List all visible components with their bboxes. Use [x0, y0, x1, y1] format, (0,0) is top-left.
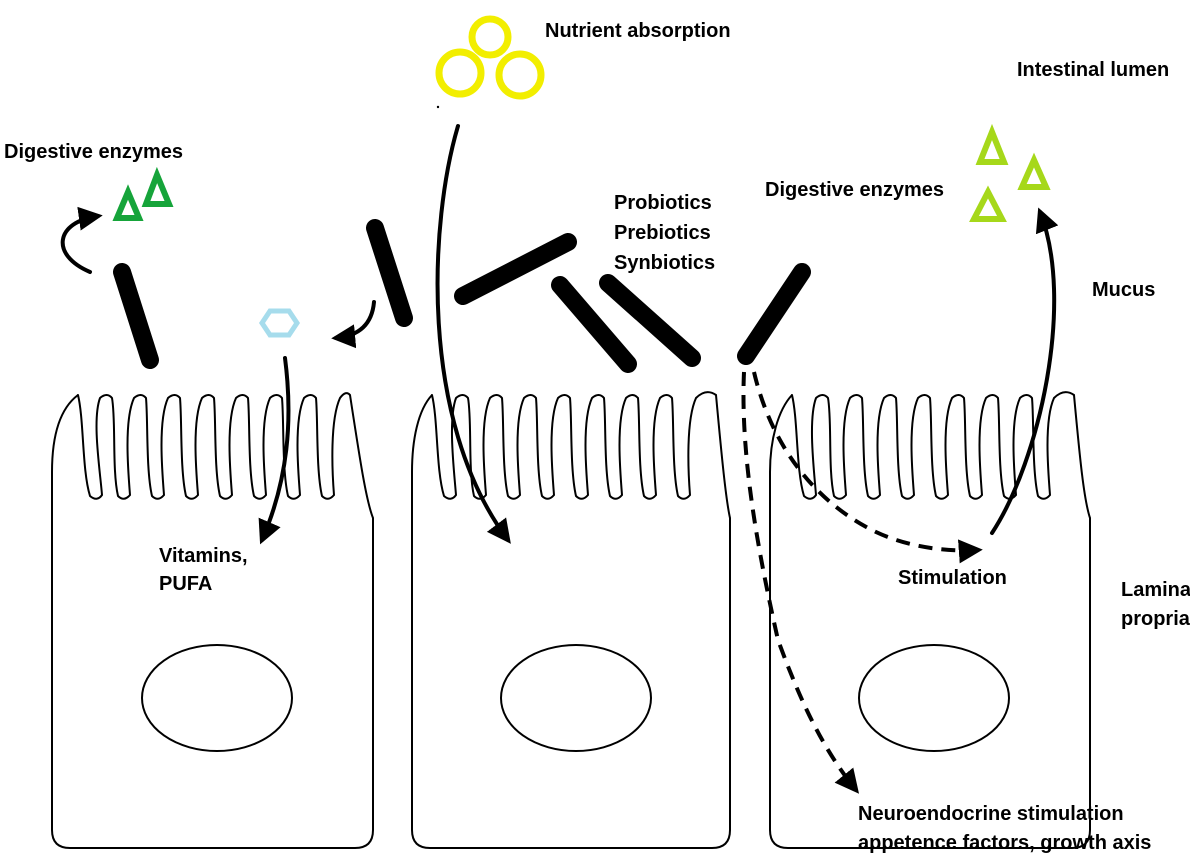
epithelial-cell-middle	[411, 391, 731, 849]
vitamin-hexagon-icon	[258, 308, 301, 338]
nutrient-absorption-label: Nutrient absorption	[545, 20, 731, 42]
probiotics-label: Probiotics	[614, 192, 712, 214]
epithelial-cell-left	[51, 392, 374, 849]
microvilli-right	[791, 391, 1075, 500]
enzyme-triangles-left-icon	[112, 166, 174, 221]
neuroendocrine-label: Neuroendocrine stimulation	[858, 803, 1124, 825]
nucleus-right	[858, 644, 1010, 752]
bacteria-rods	[113, 219, 811, 373]
vitamins-label: Vitamins,	[159, 545, 248, 567]
dashed-arrows	[741, 371, 983, 794]
epithelial-cell-right	[769, 391, 1091, 849]
stimulation-arrow	[752, 371, 983, 564]
propria-label: propria	[1121, 608, 1190, 630]
microvilli-left	[77, 392, 351, 500]
bacterium-rod	[737, 263, 811, 365]
pufa-label: PUFA	[159, 573, 212, 595]
enzyme-triangles-right-icon	[969, 123, 1051, 222]
nucleus-left	[141, 644, 293, 752]
mucus-enzyme-arrow	[990, 207, 1059, 535]
digestive-enzymes-right-label: Digestive enzymes	[765, 179, 944, 201]
prebiotics-label: Prebiotics	[614, 222, 711, 244]
bacterium-rod	[551, 276, 637, 373]
bacterium-rod	[113, 263, 159, 369]
digestive-enzymes-left-label: Digestive enzymes	[4, 141, 183, 163]
nucleus-middle	[500, 644, 652, 752]
solid-arrows	[60, 124, 1059, 545]
bacterium-rod	[366, 219, 413, 327]
synbiotics-label: Synbiotics	[614, 252, 715, 274]
enzyme-secretion-arrow-left	[60, 206, 103, 274]
microvilli-middle	[431, 391, 717, 500]
vitamin-uptake-arrow	[258, 356, 291, 545]
stimulation-label: Stimulation	[898, 567, 1007, 589]
bacterium-to-vitamin-arrow	[331, 300, 376, 349]
text-labels: Nutrient absorption Intestinal lumen Dig…	[4, 20, 1190, 854]
appetence-label: appetence factors, growth axis	[858, 832, 1151, 854]
lamina-label: Lamina	[1121, 579, 1190, 601]
bacterium-rod	[599, 274, 701, 367]
intestinal-lumen-label: Intestinal lumen	[1017, 59, 1169, 81]
neuroendocrine-arrow	[741, 371, 860, 794]
nutrient-absorption-arrow	[435, 124, 511, 544]
nutrient-circles-icon	[435, 15, 545, 100]
mucus-label: Mucus	[1092, 279, 1155, 301]
bacterium-rod	[454, 233, 577, 305]
